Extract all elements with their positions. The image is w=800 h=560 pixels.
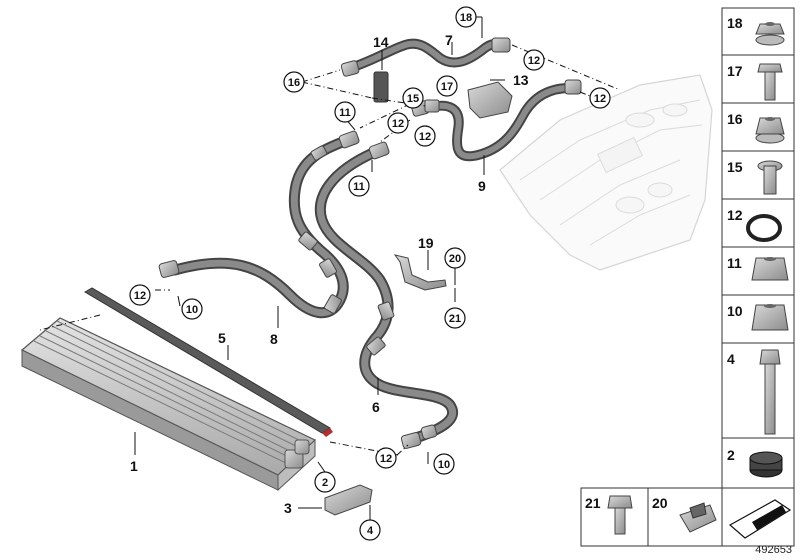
seal-strip-end xyxy=(322,428,333,437)
label-12: 12 xyxy=(380,453,392,465)
bottom-label-21: 21 xyxy=(585,495,601,511)
label-12: 12 xyxy=(134,290,146,302)
label-20: 20 xyxy=(449,253,461,265)
circled-labels xyxy=(129,6,611,541)
flange-nut-icon xyxy=(755,22,785,46)
label-16: 16 xyxy=(288,77,300,89)
clip-nut-icon xyxy=(679,502,717,533)
label-14: 14 xyxy=(373,34,389,50)
label-13: 13 xyxy=(513,72,529,88)
label-12: 12 xyxy=(528,55,540,67)
side-label-4: 4 xyxy=(727,351,735,367)
screw-icon xyxy=(757,160,783,195)
grommet-icon xyxy=(749,451,783,478)
label-12: 12 xyxy=(594,93,606,105)
bracket-19 xyxy=(393,254,447,291)
side-label-18: 18 xyxy=(727,15,743,31)
label-3: 3 xyxy=(284,500,292,516)
label-10: 10 xyxy=(438,459,450,471)
bottom-panel: 21 20 xyxy=(580,487,795,547)
bottom-label-20: 20 xyxy=(652,495,668,511)
label-11: 11 xyxy=(339,107,351,119)
side-label-17: 17 xyxy=(727,63,743,79)
circled-label-text: 18 12 16 17 15 12 11 12 12 11 20 21 12 1… xyxy=(134,12,606,537)
engine-block xyxy=(499,74,713,271)
hex-nut-icon xyxy=(751,257,789,281)
bracket-14 xyxy=(373,71,389,103)
bolt-icon xyxy=(607,495,633,535)
side-label-10: 10 xyxy=(727,303,743,319)
part-labels: 1 3 5 6 7 8 9 13 14 19 xyxy=(130,32,529,516)
label-6: 6 xyxy=(372,399,380,415)
side-label-2: 2 xyxy=(727,447,735,463)
bracket-15 xyxy=(424,99,440,113)
label-12: 12 xyxy=(392,118,404,130)
label-12: 12 xyxy=(419,131,431,143)
long-bolt-icon xyxy=(759,349,781,435)
side-label-15: 15 xyxy=(727,159,743,175)
label-10: 10 xyxy=(186,304,198,316)
side-label-11: 11 xyxy=(727,255,742,271)
side-label-12: 12 xyxy=(727,207,743,223)
label-1: 1 xyxy=(130,458,138,474)
label-18: 18 xyxy=(460,12,472,24)
label-11: 11 xyxy=(353,181,365,193)
label-15: 15 xyxy=(407,93,419,105)
side-label-16: 16 xyxy=(727,111,743,127)
flange-nut-icon xyxy=(755,117,785,144)
o-ring-icon xyxy=(746,214,782,242)
label-9: 9 xyxy=(478,178,486,194)
label-4: 4 xyxy=(367,525,374,537)
label-21: 21 xyxy=(449,313,461,325)
bracket-13 xyxy=(467,81,513,119)
bolt-icon xyxy=(757,63,783,101)
label-17: 17 xyxy=(441,81,453,93)
arrow-symbol-icon xyxy=(728,499,792,539)
label-8: 8 xyxy=(270,331,278,347)
diagram-reference-number: 492653 xyxy=(755,544,792,556)
hex-nut-icon xyxy=(751,304,789,331)
label-7: 7 xyxy=(445,32,453,48)
label-5: 5 xyxy=(218,330,226,346)
bracket-3 xyxy=(324,484,373,516)
side-panel: 18 17 16 15 12 11 10 4 2 xyxy=(721,7,795,489)
hose-fittings xyxy=(158,37,582,449)
label-2: 2 xyxy=(322,477,328,489)
hoses xyxy=(169,38,575,446)
label-19: 19 xyxy=(418,235,434,251)
